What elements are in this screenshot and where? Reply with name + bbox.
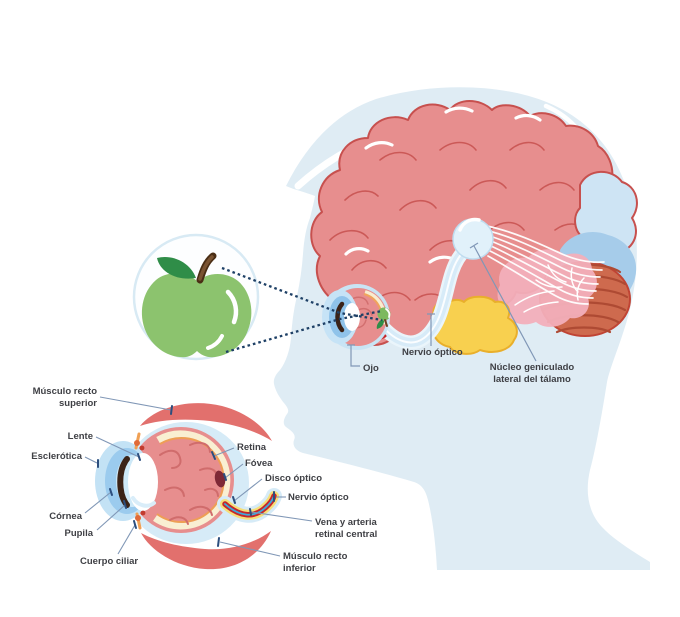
nucleo-leader bbox=[469, 242, 537, 362]
eyeball-globe bbox=[128, 427, 234, 533]
label-nervio-optico-superior: Nervio óptico bbox=[402, 347, 463, 358]
eye-cross-section bbox=[95, 403, 282, 570]
apple-gloss bbox=[225, 289, 239, 325]
retina-layer bbox=[153, 430, 231, 530]
ciliary-body bbox=[134, 432, 146, 530]
label-esclerotica: Esclerótica bbox=[31, 451, 82, 462]
fovea-spot bbox=[214, 470, 226, 488]
apple-icon bbox=[141, 252, 252, 358]
label-cuerpo-ciliar: Cuerpo ciliar bbox=[80, 556, 139, 567]
label-pupila: Pupila bbox=[64, 528, 93, 539]
label-retina: Retina bbox=[237, 442, 267, 453]
label-nucleo-geniculado: Núcleo geniculado lateral del tálamo bbox=[489, 362, 575, 385]
lens bbox=[128, 453, 158, 511]
central-retinal-vein bbox=[224, 495, 275, 516]
label-musculo-recto-superior: Músculo recto superior bbox=[32, 386, 97, 409]
inferior-rectus-muscle bbox=[141, 531, 271, 570]
label-fovea: Fóvea bbox=[245, 458, 273, 469]
optic-nerve-bundle bbox=[217, 488, 282, 523]
brain-highlights bbox=[344, 106, 542, 264]
lateral-geniculate-nucleus bbox=[452, 217, 494, 260]
label-musculo-recto-inferior: Músculo recto inferior bbox=[283, 551, 348, 574]
label-nervio-optico-inferior: Nervio óptico bbox=[288, 492, 349, 503]
ojo-bracket bbox=[347, 344, 360, 367]
retinal-apple-image bbox=[376, 307, 391, 329]
label-ojo: Ojo bbox=[363, 363, 379, 374]
eye-leader-lines bbox=[84, 396, 313, 557]
superior-rectus-muscle bbox=[140, 403, 272, 441]
small-pupil bbox=[335, 301, 345, 333]
apple-leaf bbox=[157, 256, 196, 279]
sight-lines bbox=[221, 266, 383, 354]
label-vena-arteria: Vena y arteria retinal central bbox=[315, 517, 378, 540]
label-lente: Lente bbox=[67, 431, 93, 442]
label-disco-optico: Disco óptico bbox=[265, 473, 323, 484]
upper-leader-lines bbox=[347, 242, 537, 367]
leader-anchor-ticks bbox=[97, 405, 275, 547]
optic-radiations bbox=[486, 225, 605, 305]
small-eye bbox=[322, 284, 391, 350]
label-cornea: Córnea bbox=[49, 511, 82, 522]
nervio-optico-leader bbox=[427, 313, 435, 346]
